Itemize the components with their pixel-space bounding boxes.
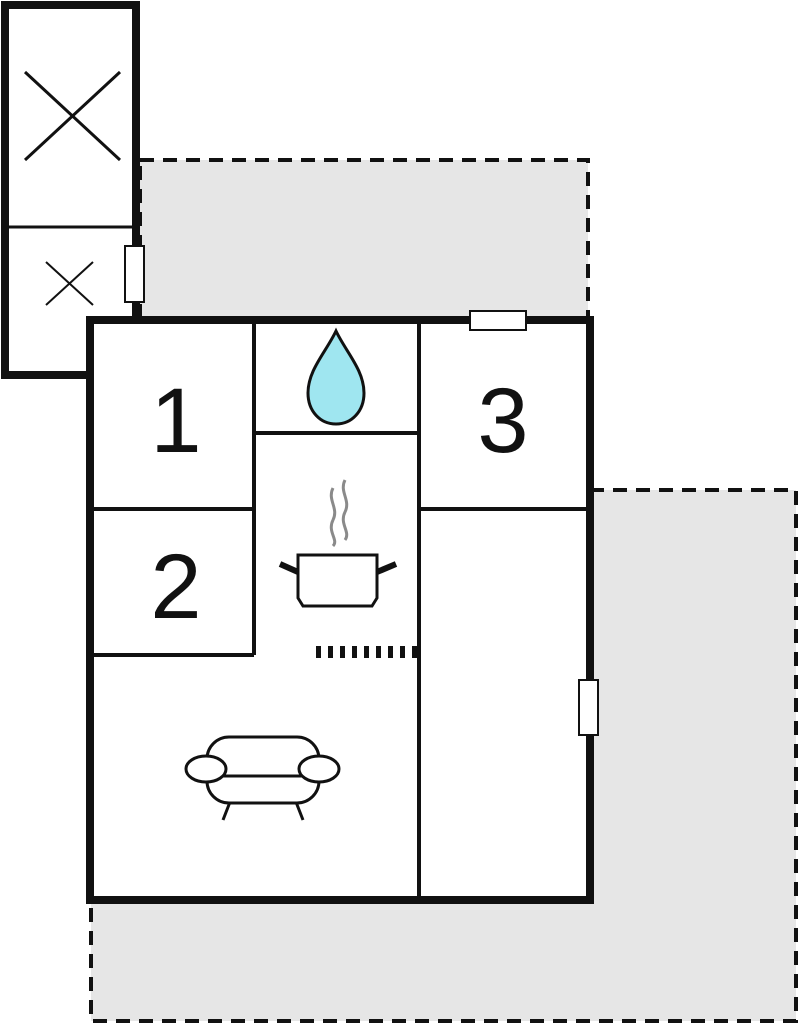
sofa-icon [184,735,341,821]
terrace-bottom [89,488,798,1023]
cross-icon [45,261,94,306]
window [124,245,145,303]
window [469,310,527,331]
window [578,679,599,736]
cooking-pot-icon [278,479,398,608]
water-drop-icon [306,327,366,426]
interior-walls [90,320,590,900]
annex-structure [1,1,140,379]
room-label-1: 1 [150,370,201,472]
room-label-2: 2 [150,536,201,638]
cross-icon [23,70,122,162]
terrace-top [138,158,590,322]
room-label-3: 3 [477,370,528,472]
